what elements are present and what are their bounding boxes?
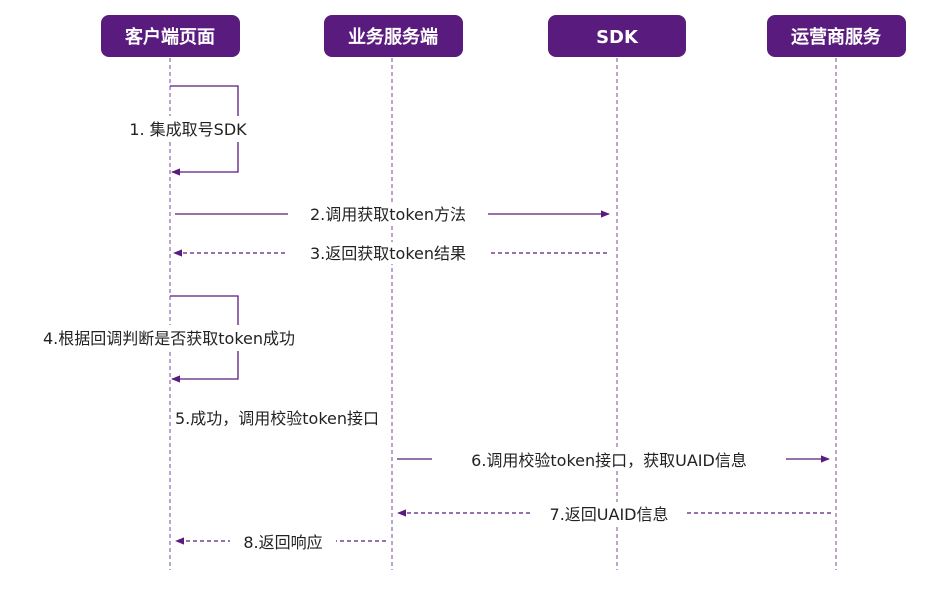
message-3: 3.返回获取token结果 xyxy=(173,242,607,264)
message-1: 1. 集成取号SDK xyxy=(108,85,268,176)
message-5-label: 5.成功，调用校验token接口 xyxy=(175,409,379,428)
message-2-label: 2.调用获取token方法 xyxy=(310,205,466,224)
message-7: 7.返回UAID信息 xyxy=(397,502,831,524)
message-7-label: 7.返回UAID信息 xyxy=(550,505,669,524)
participant-sdk: SDK xyxy=(548,15,686,57)
participant-carrier: 运营商服务 xyxy=(767,15,906,57)
participant-client: 客户端页面 xyxy=(101,15,240,57)
participant-biz: 业务服务端 xyxy=(324,15,463,57)
message-8-label: 8.返回响应 xyxy=(243,533,322,552)
participants: 客户端页面 业务服务端 SDK 运营商服务 xyxy=(101,15,906,57)
message-4-label: 4.根据回调判断是否获取token成功 xyxy=(43,329,295,348)
message-2: 2.调用获取token方法 xyxy=(175,203,610,225)
message-8: 8.返回响应 xyxy=(175,530,386,552)
message-4: 4.根据回调判断是否获取token成功 xyxy=(4,295,334,383)
message-6: 6.调用校验token接口，获取UAID信息 xyxy=(397,448,830,470)
messages: 1. 集成取号SDK 2.调用获取token方法 3.返回获取token结果 4… xyxy=(4,85,831,552)
participant-sdk-label: SDK xyxy=(596,27,639,48)
message-5: 5.成功，调用校验token接口 xyxy=(175,409,379,428)
participant-client-label: 客户端页面 xyxy=(125,26,215,48)
message-3-label: 3.返回获取token结果 xyxy=(310,244,466,263)
participant-carrier-label: 运营商服务 xyxy=(791,26,882,48)
message-1-label: 1. 集成取号SDK xyxy=(129,120,247,139)
message-6-label: 6.调用校验token接口，获取UAID信息 xyxy=(471,451,747,470)
participant-biz-label: 业务服务端 xyxy=(348,26,438,48)
lifelines xyxy=(169,58,837,570)
